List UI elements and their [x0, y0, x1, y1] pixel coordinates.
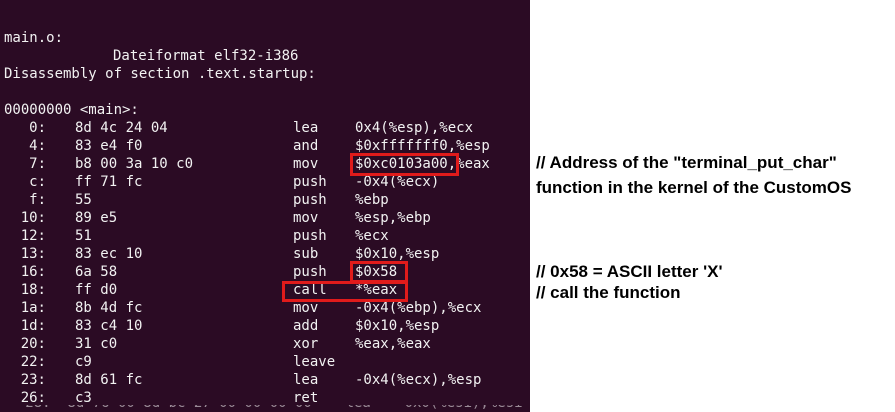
instruction-address: 1a:	[20, 300, 46, 316]
instruction-mnemonic: ret	[293, 390, 319, 406]
instruction-address: 22:	[20, 354, 46, 370]
instruction-mnemonic: push	[293, 228, 327, 244]
instruction-operands: %esp,%ebp	[355, 210, 431, 226]
instruction-operands: %ecx	[355, 228, 389, 244]
instruction-mnemonic: add	[293, 318, 319, 334]
instruction-mnemonic: push	[293, 264, 327, 280]
instruction-operands: $0xfffffff0,%esp	[355, 138, 490, 154]
annotation-address-comment: // Address of the "terminal_put_char"	[536, 153, 837, 172]
instruction-operands: -0x4(%ecx),%esp	[355, 372, 482, 388]
instruction-address: 23:	[20, 372, 46, 388]
instruction-operands: -0x4(%ebp),%ecx	[355, 300, 482, 316]
instruction-operands: $0x10,%esp	[355, 246, 440, 262]
instruction-bytes: c3	[75, 390, 92, 406]
annotation-ascii-comment: // 0x58 = ASCII letter 'X'	[536, 262, 723, 281]
instruction-operands: $0x10,%esp	[355, 318, 440, 334]
instruction-address: 18:	[20, 282, 46, 298]
instruction-bytes: 51	[75, 228, 92, 244]
object-filename: main.o:	[4, 30, 64, 46]
terminal-window: main.o: Dateiformat elf32-i386 Disassemb…	[0, 0, 530, 412]
section-title: Disassembly of section .text.startup:	[4, 66, 316, 82]
instruction-bytes: 83 ec 10	[75, 246, 143, 262]
instruction-operands: *%eax	[355, 282, 398, 298]
instruction-bytes: b8 00 3a 10 c0	[75, 156, 194, 172]
instruction-address: 20:	[20, 336, 46, 352]
instruction-mnemonic: call	[293, 282, 327, 298]
instruction-address: 12:	[20, 228, 46, 244]
instruction-bytes: 31 c0	[75, 336, 118, 352]
instruction-bytes: 6a 58	[75, 264, 118, 280]
instruction-address: 13:	[20, 246, 46, 262]
instruction-bytes: 83 e4 f0	[75, 138, 143, 154]
instruction-operands: 0x4(%esp),%ecx	[355, 120, 474, 136]
instruction-address: 26:	[20, 390, 46, 406]
instruction-address: 7:	[29, 156, 46, 172]
instruction-bytes: 89 e5	[75, 210, 118, 226]
instruction-mnemonic: mov	[293, 156, 319, 172]
instruction-address: 10:	[20, 210, 46, 226]
truncated-line: 28: 8d 76 00 8d bc 27 00 00 00 00 lea 0x…	[0, 405, 530, 412]
instruction-mnemonic: lea	[293, 372, 319, 388]
instruction-mnemonic: mov	[293, 210, 319, 226]
instruction-address: 4:	[29, 138, 46, 154]
file-header: main.o: Dateiformat elf32-i386	[0, 11, 298, 64]
instruction-operands: $0xc0103a00,%eax	[355, 156, 490, 172]
instruction-mnemonic: xor	[293, 336, 319, 352]
instruction-address: c:	[29, 174, 46, 190]
instruction-mnemonic: mov	[293, 300, 319, 316]
instruction-bytes: 8d 4c 24 04	[75, 120, 168, 136]
function-label: 00000000 <main>:	[4, 102, 139, 118]
instruction-bytes: ff d0	[75, 282, 118, 298]
instruction-mnemonic: push	[293, 192, 327, 208]
instruction-operands: %ebp	[355, 192, 389, 208]
instruction-address: f:	[29, 192, 46, 208]
annotation-address-continued: function in the kernel of the CustomOS	[536, 178, 852, 197]
instruction-bytes: 55	[75, 192, 92, 208]
instruction-operands: -0x4(%ecx)	[355, 174, 440, 190]
instruction-bytes: 83 c4 10	[75, 318, 143, 334]
instruction-operands: $0x58	[355, 264, 398, 280]
instruction-address: 16:	[20, 264, 46, 280]
instruction-address: 0:	[29, 120, 46, 136]
instruction-mnemonic: sub	[293, 246, 319, 262]
instruction-address: 1d:	[20, 318, 46, 334]
instruction-bytes: c9	[75, 354, 92, 370]
instruction-mnemonic: lea	[293, 120, 319, 136]
instruction-mnemonic: push	[293, 174, 327, 190]
instruction-operands: %eax,%eax	[355, 336, 431, 352]
instruction-bytes: 8b 4d fc	[75, 300, 143, 316]
instruction-mnemonic: leave	[293, 354, 336, 370]
instruction-bytes: 8d 61 fc	[75, 372, 143, 388]
annotation-call-comment: // call the function	[536, 283, 681, 302]
instruction-mnemonic: and	[293, 138, 319, 154]
instruction-bytes: ff 71 fc	[75, 174, 143, 190]
file-format: Dateiformat elf32-i386	[113, 48, 299, 64]
